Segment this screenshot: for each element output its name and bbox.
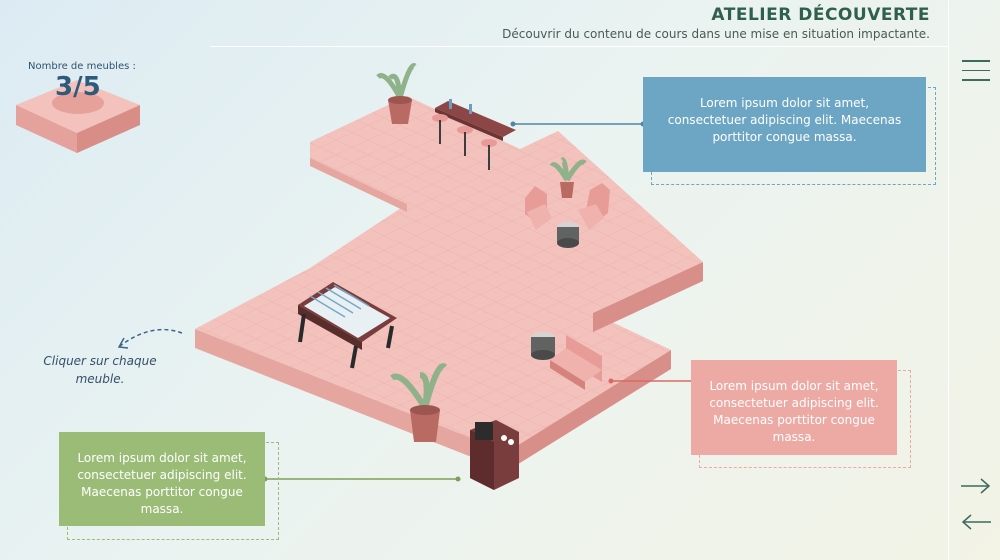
armchairs xyxy=(525,183,610,248)
foosball-table xyxy=(298,282,397,369)
info-box-blue[interactable]: Lorem ipsum dolor sit amet, consectetuer… xyxy=(643,77,926,172)
plant-top xyxy=(376,63,417,124)
page-title: ATELIER DÉCOUVERTE xyxy=(711,5,930,25)
coffee-cabinet xyxy=(470,420,519,490)
counter-pedestal xyxy=(16,80,140,153)
counter-value: 3/5 xyxy=(55,72,101,102)
hint-arrow xyxy=(117,328,183,349)
info-box-green[interactable]: Lorem ipsum dolor sit amet, consectetuer… xyxy=(59,432,265,526)
page-subtitle: Découvrir du contenu de cours dans une m… xyxy=(502,27,930,41)
menu-button[interactable] xyxy=(962,60,990,84)
arrow-left-icon xyxy=(961,514,991,530)
info-box-red[interactable]: Lorem ipsum dolor sit amet, consectetuer… xyxy=(691,360,897,455)
sofa xyxy=(531,332,602,390)
plant-lounge xyxy=(549,157,587,198)
connector-red xyxy=(608,378,691,384)
hint-text: Cliquer sur chaque meuble. xyxy=(43,354,157,386)
bar-counter xyxy=(432,99,516,170)
plant-bottom xyxy=(390,363,448,442)
header-divider xyxy=(210,46,948,47)
room-floor xyxy=(195,96,703,471)
next-button[interactable] xyxy=(958,474,994,498)
hamburger-icon xyxy=(962,60,990,81)
connector-green xyxy=(262,476,461,482)
counter-label: Nombre de meubles : xyxy=(28,61,136,72)
connector-blue xyxy=(510,121,646,127)
arrow-right-icon xyxy=(961,478,991,494)
side-divider xyxy=(948,0,949,560)
prev-button[interactable] xyxy=(958,510,994,534)
